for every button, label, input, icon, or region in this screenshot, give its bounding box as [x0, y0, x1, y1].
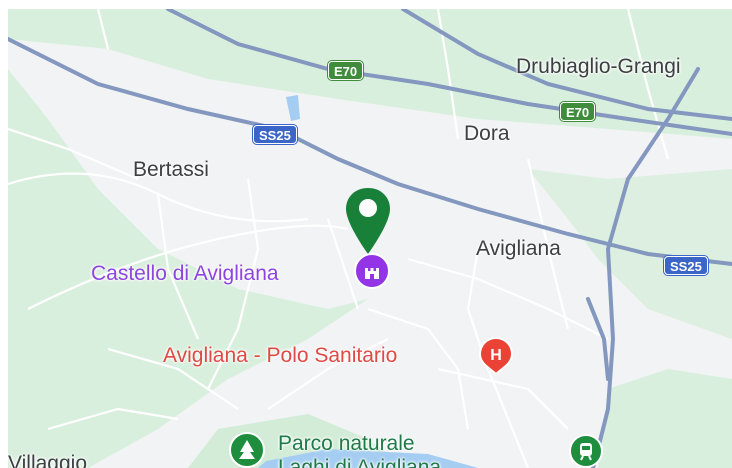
road-shield-ss25: SS25 — [253, 125, 297, 144]
castle-icon[interactable] — [354, 253, 390, 289]
road-shield-ss25: SS25 — [664, 256, 708, 275]
train-icon[interactable] — [569, 434, 603, 468]
poi-label-hospital[interactable]: Avigliana - Polo Sanitario — [163, 344, 398, 367]
svg-text:H: H — [490, 347, 502, 364]
poi-label-park-line2: Laghi di Avigliana — [278, 456, 442, 468]
place-label-dora: Dora — [464, 122, 510, 145]
place-label-villaggio: Villaggio — [8, 452, 88, 468]
hospital-icon[interactable]: H — [477, 336, 515, 376]
tree-icon[interactable] — [229, 432, 265, 468]
road-shield-e70: E70 — [560, 102, 596, 121]
poi-label-park[interactable]: Parco naturale Laghi di Avigliana — [278, 432, 441, 468]
place-label-bertassi: Bertassi — [133, 158, 209, 181]
road-shield-e70: E70 — [328, 61, 364, 80]
place-label-avigliana: Avigliana — [476, 237, 561, 260]
location-pin-icon[interactable] — [343, 186, 393, 256]
poi-label-castello[interactable]: Castello di Avigliana — [91, 262, 279, 285]
map-background[interactable] — [8, 9, 732, 468]
poi-label-park-line1: Parco naturale — [278, 432, 415, 455]
place-label-drubiaglio: Drubiaglio-Grangi — [516, 55, 681, 78]
